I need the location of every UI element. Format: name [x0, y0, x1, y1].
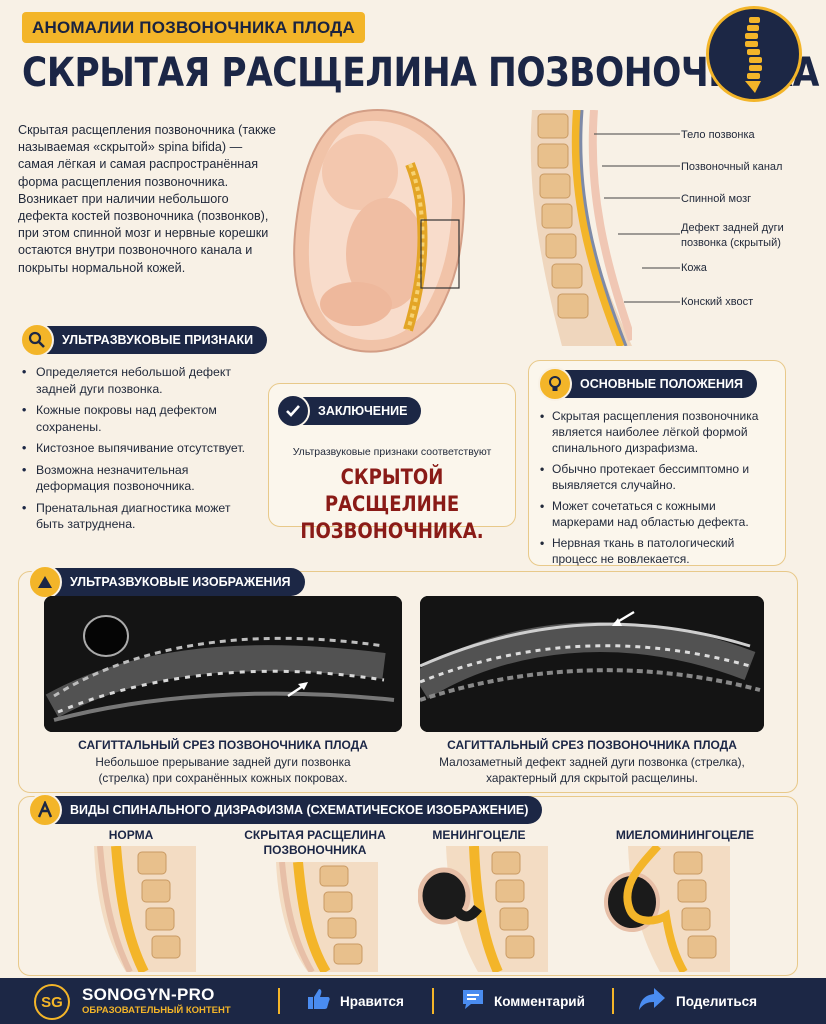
- label-arch-defect: Дефект задней дуги позвонка (скрытый): [681, 222, 784, 249]
- ultrasound-signs-list: Определяется небольшой дефект задней дуг…: [20, 364, 250, 538]
- footer-bar: [0, 978, 826, 1024]
- brand-logo-initials: SG: [41, 993, 63, 1011]
- intro-text: Скрытая расщепления позвоночника (также …: [18, 123, 276, 275]
- schema-meningocele: [417, 845, 548, 977]
- dysraphism-types-header: ВИДЫ СПИНАЛЬНОГО ДИЗРАФИЗМА (СХЕМАТИЧЕСК…: [28, 793, 543, 827]
- key-points-header: ОСНОВНЫЕ ПОЛОЖЕНИЯ: [538, 367, 757, 401]
- comment-button[interactable]: Комментарий: [460, 986, 585, 1017]
- brand-name: SONOGYN-PRO: [82, 985, 215, 1004]
- label-spinal-canal: Позвоночный канал: [681, 161, 783, 173]
- label-skin: Кожа: [681, 262, 707, 274]
- share-label: Поделиться: [676, 994, 758, 1009]
- list-item: Кожные покровы над дефектом сохранены.: [20, 402, 250, 435]
- image-1-caption: Небольшое прерывание задней дуги позвонк…: [95, 755, 351, 785]
- image-2-caption: Малозаметный дефект задней дуги позвонка…: [439, 755, 745, 785]
- schema-normal: [86, 845, 196, 977]
- conclusion-header: ЗАКЛЮЧЕНИЕ: [276, 394, 422, 428]
- ultrasound-signs-title: УЛЬТРАЗВУКОВЫЕ ПРИЗНАКИ: [62, 333, 254, 347]
- label-cauda-equina: Конский хвост: [681, 296, 754, 308]
- conclusion-verdict: СКРЫТОЙ РАСЩЕЛИНЕ ПОЗВОНОЧНИКА.: [300, 465, 484, 543]
- type-label-meningocele: МЕНИНГОЦЕЛЕ: [432, 828, 526, 842]
- spine-icon: [706, 6, 802, 102]
- type-label-occulta: СКРЫТАЯ РАСЩЕЛИНА ПОЗВОНОЧНИКА: [244, 828, 386, 857]
- list-item: Может сочетаться с кожными маркерами над…: [538, 498, 778, 530]
- ultrasound-images-box: [18, 571, 798, 793]
- conclusion-text: Ультразвуковые признаки соответствуют: [292, 446, 492, 458]
- list-item: Нервная ткань в патологический процесс н…: [538, 535, 778, 567]
- type-label-myelomeningocele: МИЕЛОМИНИНГОЦЕЛЕ: [615, 828, 755, 842]
- footer-divider: [278, 988, 280, 1014]
- brand-logo: SG: [34, 984, 70, 1020]
- comment-label: Комментарий: [494, 994, 585, 1009]
- list-item: Возможна незначительная деформация позво…: [20, 462, 250, 495]
- check-icon: [276, 394, 310, 428]
- list-item: Определяется небольшой дефект задней дуг…: [20, 364, 250, 397]
- like-label: Нравится: [340, 994, 404, 1009]
- thumbs-up-icon: [306, 986, 332, 1017]
- ultrasound-icon: [28, 565, 62, 599]
- share-arrow-icon: [638, 986, 666, 1017]
- conclusion-title: ЗАКЛЮЧЕНИЕ: [318, 404, 408, 418]
- diagram-leader-lines: [594, 133, 680, 303]
- ultrasound-images-header: УЛЬТРАЗВУКОВЫЕ ИЗОБРАЖЕНИЯ: [28, 565, 305, 599]
- label-spinal-cord: Спинной мозг: [681, 193, 752, 205]
- comment-icon: [460, 986, 486, 1017]
- schema-occulta: [268, 861, 378, 977]
- ultrasound-image-2: [420, 596, 764, 732]
- footer-divider: [432, 988, 434, 1014]
- list-item: Скрытая расщепления позвоночника являетс…: [538, 408, 778, 456]
- image-2-caption-title: САГИТТАЛЬНЫЙ СРЕЗ ПОЗВОНОЧНИКА ПЛОДА: [447, 738, 737, 752]
- type-label-normal: НОРМА: [108, 828, 154, 842]
- brand-tagline: ОБРАЗОВАТЕЛЬНЫЙ КОНТЕНТ: [82, 1005, 231, 1016]
- key-points-title: ОСНОВНЫЕ ПОЛОЖЕНИЯ: [580, 377, 743, 391]
- dysraphism-types-title: ВИДЫ СПИНАЛЬНОГО ДИЗРАФИЗМА (СХЕМАТИЧЕСК…: [70, 803, 529, 817]
- fetus-illustration: [288, 104, 472, 360]
- schema-myelomeningocele: [600, 843, 730, 977]
- ultrasound-signs-header: УЛЬТРАЗВУКОВЫЕ ПРИЗНАКИ: [20, 323, 268, 357]
- lightbulb-icon: [538, 367, 572, 401]
- key-points-list: Скрытая расщепления позвоночника являетс…: [538, 408, 778, 572]
- page-title: СКРЫТАЯ РАСЩЕЛИНА ПОЗВОНОЧНИКА: [22, 50, 819, 96]
- list-item: Пренатальная диагностика может быть затр…: [20, 500, 250, 533]
- label-vertebral-body: Тело позвонка: [681, 129, 755, 141]
- footer-divider: [612, 988, 614, 1014]
- list-item: Кистозное выпячивание отсутствует.: [20, 440, 250, 457]
- ultrasound-images-title: УЛЬТРАЗВУКОВЫЕ ИЗОБРАЖЕНИЯ: [70, 575, 291, 589]
- spine-letter-icon: [28, 793, 62, 827]
- like-button[interactable]: Нравится: [306, 986, 404, 1017]
- spine-section-diagram: [522, 109, 636, 348]
- ultrasound-image-1: [44, 596, 402, 732]
- share-button[interactable]: Поделиться: [638, 986, 757, 1017]
- list-item: Обычно протекает бессимптомно и выявляет…: [538, 461, 778, 493]
- subtitle-badge: АНОМАЛИИ ПОЗВОНОЧНИКА ПЛОДА: [22, 12, 365, 43]
- magnifier-icon: [20, 323, 54, 357]
- image-1-caption-title: САГИТТАЛЬНЫЙ СРЕЗ ПОЗВОНОЧНИКА ПЛОДА: [78, 738, 368, 752]
